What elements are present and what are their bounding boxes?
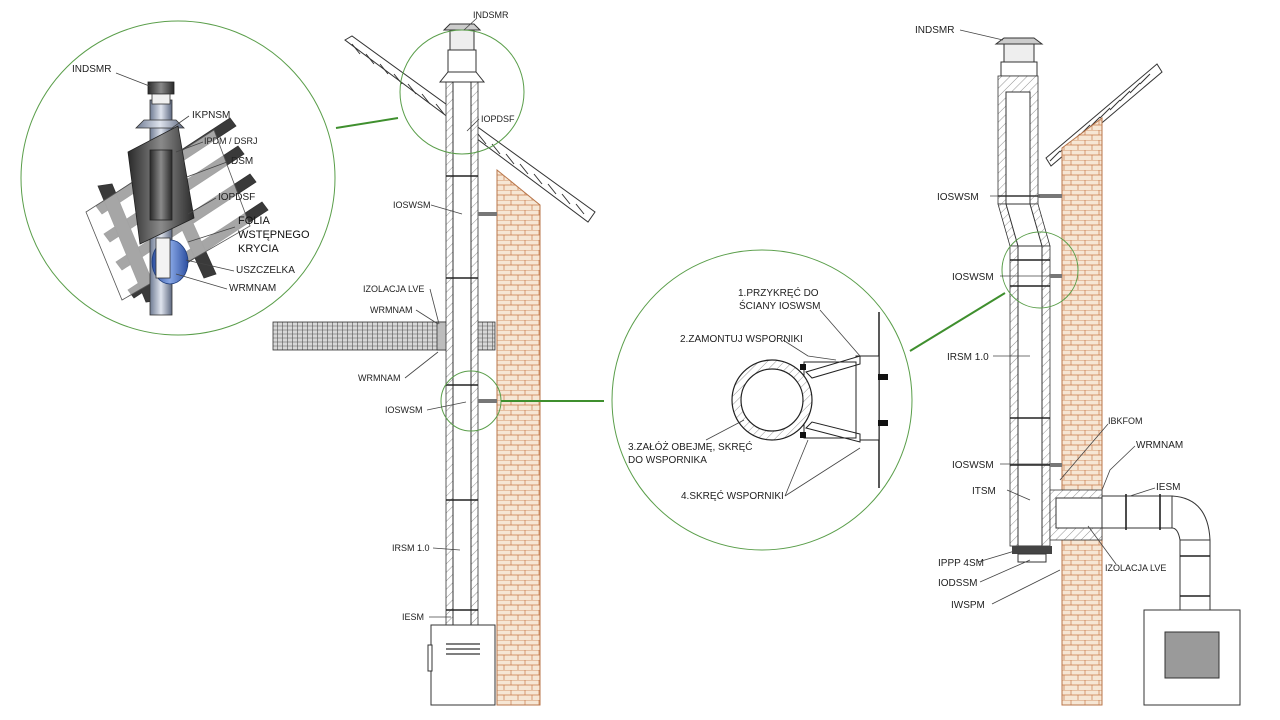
label-ikpnsm: IKPNSM <box>192 110 230 121</box>
label-izolacja-lve-left: IZOLACJA LVE <box>363 284 424 294</box>
connector-right-bracket-detail <box>909 292 1006 352</box>
label-iopdsf-detail: IOPDSF <box>218 192 255 203</box>
label-iesm-left: IESM <box>402 612 424 622</box>
connector-roof-detail <box>335 117 399 129</box>
label-itsm: ITSM <box>972 486 996 497</box>
flue-joints-left <box>446 175 478 611</box>
wall-bracket-right-mid <box>1050 274 1062 278</box>
label-step2: 2.ZAMONTUJ WSPORNIKI <box>680 334 803 345</box>
label-folia-line1: FOLIA <box>238 215 270 227</box>
cap-left <box>449 29 475 51</box>
label-wrmnam-right: WRMNAM <box>1136 440 1183 451</box>
label-step3-line2: DO WSPORNIKA <box>628 455 707 466</box>
label-iwspm: IWSPM <box>951 600 985 611</box>
roof-passage-detail: INDSMR IKPNSM IPDM / DSRJ DSM IOPDSF FOL… <box>20 20 336 336</box>
zoom-marker-roof <box>399 29 525 155</box>
right-chimney-drawing: INDSMR IOSWSM IOSWSM IRSM 1.0 IBKFOM WRM… <box>915 25 1241 706</box>
label-folia-line3: KRYCIA <box>238 243 279 255</box>
label-iesm-right: IESM <box>1156 482 1180 493</box>
label-ipdm-dsrj: IPDM / DSRJ <box>204 136 258 146</box>
label-irsm-right: IRSM 1.0 <box>947 352 989 363</box>
label-ioswsm-right-low: IOSWSM <box>952 460 994 471</box>
brick-wall-right <box>1061 117 1103 706</box>
wall-bracket-left-upper <box>478 212 497 216</box>
label-wrmnam-left-upper: WRMNAM <box>370 305 413 315</box>
label-izolacja-lve-right: IZOLACJA LVE <box>1105 563 1166 573</box>
label-wrmnam-detail: WRMNAM <box>229 283 276 294</box>
label-indsmr-right: INDSMR <box>915 25 954 36</box>
label-folia-line2: WSTĘPNEGO <box>238 229 310 241</box>
label-dsm: DSM <box>231 156 253 167</box>
left-chimney-drawing: INDSMR IOPDSF IOSWSM IZOLACJA LVE WRMNAM… <box>272 10 596 706</box>
label-ibkfom: IBKFOM <box>1108 416 1143 426</box>
bracket-mounting-detail: 1.PRZYKRĘĆ DO ŚCIANY IOSWSM 2.ZAMONTUJ W… <box>611 249 913 551</box>
label-step3-line1: 3.ZAŁÓŻ OBEJMĘ, SKRĘĆ <box>628 440 752 453</box>
label-ioswsm-right-top: IOSWSM <box>937 192 979 203</box>
brick-wall-left <box>496 168 541 706</box>
label-step1-line1: 1.PRZYKRĘĆ DO <box>738 286 819 299</box>
wall-bracket-left-lower <box>478 399 497 403</box>
cap-right <box>1003 43 1035 63</box>
label-indsmr-detail: INDSMR <box>72 64 111 75</box>
label-uszczelka: USZCZELKA <box>236 265 295 276</box>
label-step4: 4.SKRĘĆ WSPORNIKI <box>681 489 784 502</box>
wall-bracket-right-top <box>1038 194 1062 198</box>
downpipe-right <box>1179 539 1211 611</box>
wall-bracket-right-low <box>1050 463 1062 467</box>
label-ioswsm-right-mid: IOSWSM <box>952 272 994 283</box>
label-ioswsm-left-lower: IOSWSM <box>385 405 423 415</box>
label-ippp4sm: IPPP 4SM <box>938 558 984 569</box>
label-wrmnam-left-lower: WRMNAM <box>358 373 401 383</box>
label-irsm-left: IRSM 1.0 <box>392 543 430 553</box>
horizontal-pipe-right <box>1101 495 1173 529</box>
label-step1-line2: ŚCIANY IOSWSM <box>739 299 821 312</box>
label-iodssm: IODSSM <box>938 578 977 589</box>
label-ioswsm-left-upper: IOSWSM <box>393 200 431 210</box>
boiler-left <box>430 624 496 706</box>
label-indsmr-left: INDSMR <box>473 10 509 20</box>
zoom-marker-bracket-right <box>1001 231 1079 309</box>
label-iopdsf-left: IOPDSF <box>481 114 515 124</box>
